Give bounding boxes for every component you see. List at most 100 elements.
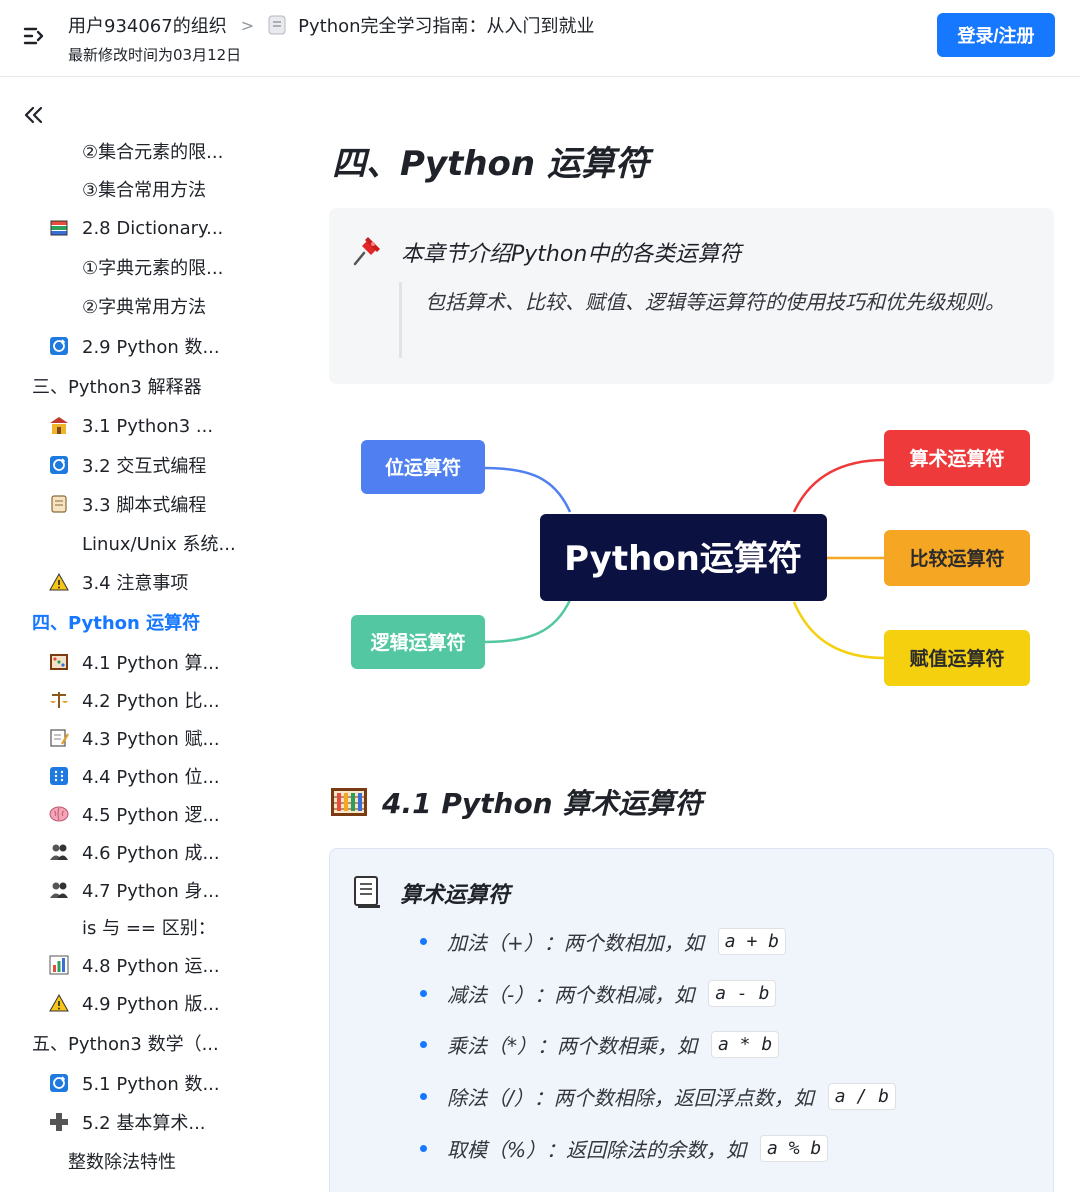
toc-label: 2.8 Dictionary...: [82, 217, 224, 239]
inline-code: a + b: [717, 928, 786, 955]
binary-icon: [48, 765, 70, 787]
list-item: 取模（%）：返回除法的余数，如 a % b: [420, 1134, 829, 1163]
outline-sidebar: ②集合元素的限... ③集合常用方法 2.8 Dictionary... ①字典…: [0, 78, 260, 1192]
outline-toggle-icon[interactable]: [22, 24, 48, 48]
toc-label: 4.3 Python 赋...: [82, 729, 220, 750]
callout-box: 本章节介绍Python中的各类运算符 包括算术、比较、赋值、逻辑等运算符的使用技…: [329, 208, 1054, 384]
toc-item[interactable]: is 与 == 区别：: [82, 912, 216, 942]
toc-label: 4.4 Python 位...: [82, 767, 220, 788]
inline-code: a % b: [760, 1135, 829, 1162]
bullet: [420, 938, 427, 945]
people-icon: [48, 841, 70, 863]
node-right-3: [884, 630, 1030, 686]
warning-icon: [48, 992, 70, 1014]
quote-bar: [399, 282, 402, 358]
node-right-3-label: 赋值运算符: [909, 647, 1004, 670]
toc-label: 3.1 Python3 ...: [82, 415, 214, 437]
scroll-icon: [48, 493, 70, 515]
chevron-right-icon: >: [240, 15, 255, 35]
node-left-top-label: 位运算符: [385, 456, 461, 479]
toc-label: 4.5 Python 逻...: [82, 805, 220, 826]
toc-item[interactable]: 3.3 脚本式编程: [48, 489, 206, 519]
login-button[interactable]: 登录/注册: [937, 13, 1055, 57]
toc-item[interactable]: 4.2 Python 比...: [48, 685, 220, 715]
toc-item[interactable]: Linux/Unix 系统...: [82, 528, 236, 558]
callout-body: 包括算术、比较、赋值、逻辑等运算符的使用技巧和优先级规则。: [425, 290, 1005, 314]
toc-item[interactable]: 4.6 Python 成...: [48, 837, 220, 867]
toc-item[interactable]: ③集合常用方法: [82, 174, 206, 204]
warning-icon: [48, 571, 70, 593]
node-right-1: [884, 430, 1030, 486]
toc-label: ②集合元素的限...: [82, 142, 224, 163]
toc-label: 4.9 Python 版...: [82, 994, 220, 1015]
inline-code: a / b: [827, 1083, 896, 1110]
toc-label: 4.8 Python 运...: [82, 956, 220, 977]
toc-item[interactable]: ②集合元素的限...: [82, 136, 223, 166]
toc-item[interactable]: 3.1 Python3 ...: [48, 411, 213, 441]
breadcrumb-doc-title[interactable]: Python完全学习指南：从入门到就业: [298, 16, 595, 37]
toc-item[interactable]: 4.5 Python 逻...: [48, 799, 220, 829]
toc-item[interactable]: 五、Python3 数学（...: [32, 1028, 219, 1058]
toc-item[interactable]: 4.1 Python 算...: [48, 647, 220, 677]
breadcrumb: 用户934067的组织 > Python完全学习指南：从入门到就业: [68, 12, 595, 38]
bullet: [420, 1093, 427, 1100]
toc-item-active[interactable]: 四、Python 运算符: [32, 607, 200, 637]
callout-title: 本章节介绍Python中的各类运算符: [401, 242, 742, 267]
list-item: 乘法（*）：两个数相乘，如 a * b: [420, 1030, 780, 1059]
chart-icon: [48, 954, 70, 976]
mindmap-diagram: Python运算符 位运算符 逻辑运算符 算术运算符 比较运算符 赋值运算符: [351, 430, 1030, 686]
op-text: 除法（/）：两个数相除，返回浮点数，如: [447, 1086, 814, 1110]
toc-label: 3.4 注意事项: [82, 573, 189, 594]
list-item: 除法（/）：两个数相除，返回浮点数，如 a / b: [420, 1082, 896, 1111]
toc-label: 4.1 Python 算...: [82, 653, 220, 674]
node-right-2: [884, 530, 1030, 586]
cycle-icon: [48, 454, 70, 476]
abacus-icon: [48, 651, 70, 673]
toc-item[interactable]: 4.4 Python 位...: [48, 761, 220, 791]
toc-label: 4.6 Python 成...: [82, 843, 220, 864]
card-title: 算术运算符: [400, 883, 511, 908]
page-icon: [354, 876, 380, 908]
toc-label: 5.2 基本算术...: [82, 1113, 206, 1134]
books-icon: [48, 217, 70, 239]
collapse-sidebar-icon[interactable]: [22, 104, 44, 126]
people-icon: [48, 879, 70, 901]
breadcrumb-org[interactable]: 用户934067的组织: [68, 16, 227, 37]
node-right-1-label: 算术运算符: [909, 447, 1004, 470]
toc-label: 4.2 Python 比...: [82, 691, 220, 712]
toc-item[interactable]: 2.8 Dictionary...: [48, 213, 223, 243]
list-item: 加法（+）：两个数相加，如 a + b: [420, 927, 786, 956]
toc-label: 整数除法特性: [68, 1152, 176, 1173]
toc-item[interactable]: 4.8 Python 运...: [48, 950, 220, 980]
toc-item[interactable]: 2.9 Python 数...: [48, 331, 220, 361]
memo-icon: [48, 727, 70, 749]
toc-item[interactable]: ①字典元素的限...: [82, 252, 223, 282]
node-left-bottom: [351, 615, 485, 669]
inline-code: a - b: [708, 980, 777, 1007]
toc-item[interactable]: 5.1 Python 数...: [48, 1068, 220, 1098]
toc-item[interactable]: 整数除法特性: [68, 1146, 176, 1176]
toc-item[interactable]: 三、Python3 解释器: [32, 371, 202, 401]
node-center-label: Python运算符: [564, 539, 802, 579]
toc-item[interactable]: 4.3 Python 赋...: [48, 723, 220, 753]
toc-item[interactable]: 3.4 注意事项: [48, 567, 188, 597]
toc-label: ①字典元素的限...: [82, 258, 224, 279]
toc-item[interactable]: 3.2 交互式编程: [48, 450, 206, 480]
toc-item[interactable]: 4.9 Python 版...: [48, 988, 220, 1018]
document-icon: [268, 15, 286, 35]
toc-item[interactable]: 4.7 Python 身...: [48, 875, 220, 905]
cycle-icon: [48, 1072, 70, 1094]
pushpin-icon: [353, 237, 380, 266]
toc-label: 3.2 交互式编程: [82, 456, 207, 477]
section-heading: 四、Python 运算符: [332, 144, 649, 184]
bullet: [420, 1041, 427, 1048]
connector-left-bottom: [483, 599, 572, 644]
toc-item[interactable]: ②字典常用方法: [82, 291, 206, 321]
node-left-top: [361, 440, 485, 494]
op-text: 减法（-）：两个数相减，如: [447, 983, 695, 1007]
bullet: [420, 990, 427, 997]
plus-icon: [48, 1111, 70, 1133]
node-right-2-label: 比较运算符: [909, 547, 1004, 570]
toc-item[interactable]: 5.2 基本算术...: [48, 1107, 206, 1137]
subsection-heading: 4.1 Python 算术运算符: [330, 782, 702, 822]
